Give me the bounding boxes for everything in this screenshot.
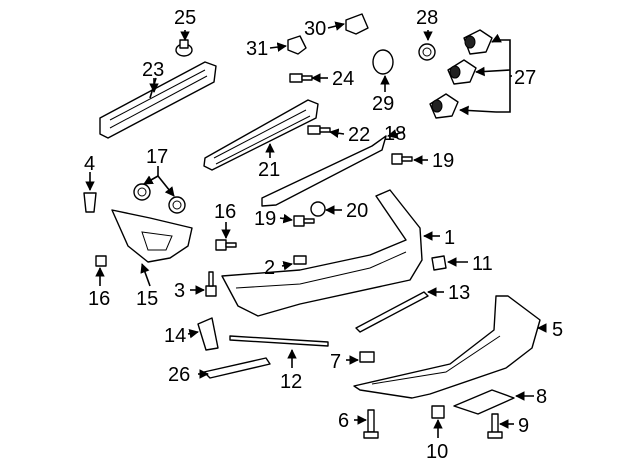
callout-2: 2 — [264, 257, 275, 279]
nut-part — [310, 201, 326, 217]
clip-part-7 — [359, 351, 375, 363]
bolt-part-19-top — [391, 153, 413, 165]
side-bracket-part — [111, 209, 193, 263]
callout-4: 4 — [84, 153, 95, 175]
callout-31: 31 — [246, 38, 268, 60]
callout-3: 3 — [174, 280, 185, 302]
shield-panel-part — [453, 389, 515, 415]
callout-24: 24 — [332, 68, 354, 90]
grommet-part — [418, 43, 436, 61]
callout-12: 12 — [280, 371, 302, 393]
callout-25: 25 — [174, 7, 196, 29]
callout-16-upper: 16 — [214, 201, 236, 223]
parking-sensor-parts — [429, 29, 493, 119]
bumper-cover-part — [221, 189, 423, 317]
callout-6: 6 — [338, 410, 349, 432]
callout-28: 28 — [416, 7, 438, 29]
fastener-parts — [363, 405, 503, 439]
bolt-part-22 — [307, 125, 331, 135]
callout-13: 13 — [448, 282, 470, 304]
callout-30: 30 — [304, 18, 326, 40]
callout-17: 17 — [146, 146, 168, 168]
molding-strip-part — [355, 291, 429, 333]
callout-5: 5 — [552, 319, 563, 341]
bolt-part-19-bottom — [293, 215, 315, 227]
callout-15: 15 — [136, 288, 158, 310]
callout-19-upper: 19 — [432, 150, 454, 172]
callout-14: 14 — [164, 325, 186, 347]
bracket-part — [287, 35, 307, 55]
impact-bar-part — [99, 61, 217, 139]
callout-20: 20 — [346, 200, 368, 222]
callout-7: 7 — [330, 351, 341, 373]
callout-22: 22 — [348, 124, 370, 146]
bracket-part-upper — [345, 13, 369, 35]
lower-valance-part — [353, 295, 541, 399]
callout-26: 26 — [168, 364, 190, 386]
lower-molding-part — [229, 335, 329, 347]
bolt-part — [289, 73, 313, 83]
callout-21: 21 — [258, 159, 280, 181]
leader-lines — [85, 21, 547, 438]
callout-29: 29 — [372, 93, 394, 115]
bolt-part-16 — [95, 239, 237, 267]
cap-part — [372, 49, 394, 75]
callout-9: 9 — [518, 415, 529, 437]
reinforcement-part — [203, 99, 319, 171]
clip-part — [175, 39, 193, 57]
tow-cap-part — [431, 255, 447, 271]
callout-23: 23 — [142, 59, 164, 81]
push-pin-part — [83, 192, 97, 213]
reflector-part — [197, 317, 219, 351]
bolt-part-2-3 — [205, 255, 307, 297]
callout-10: 10 — [426, 441, 448, 463]
callout-27: 27 — [514, 67, 536, 89]
callout-8: 8 — [536, 386, 547, 408]
callout-1: 1 — [444, 227, 455, 249]
grommet-pair-part — [133, 183, 186, 214]
callout-16-lower: 16 — [88, 288, 110, 310]
callout-19-lower: 19 — [254, 208, 276, 230]
trim-strip-part — [203, 357, 271, 379]
callout-11: 11 — [472, 253, 493, 275]
bumper-bracket-strip — [261, 135, 387, 207]
callout-18: 18 — [384, 123, 406, 145]
callout-labels: 1 2 3 4 5 6 7 8 9 10 11 12 13 14 15 16 1… — [84, 7, 563, 463]
